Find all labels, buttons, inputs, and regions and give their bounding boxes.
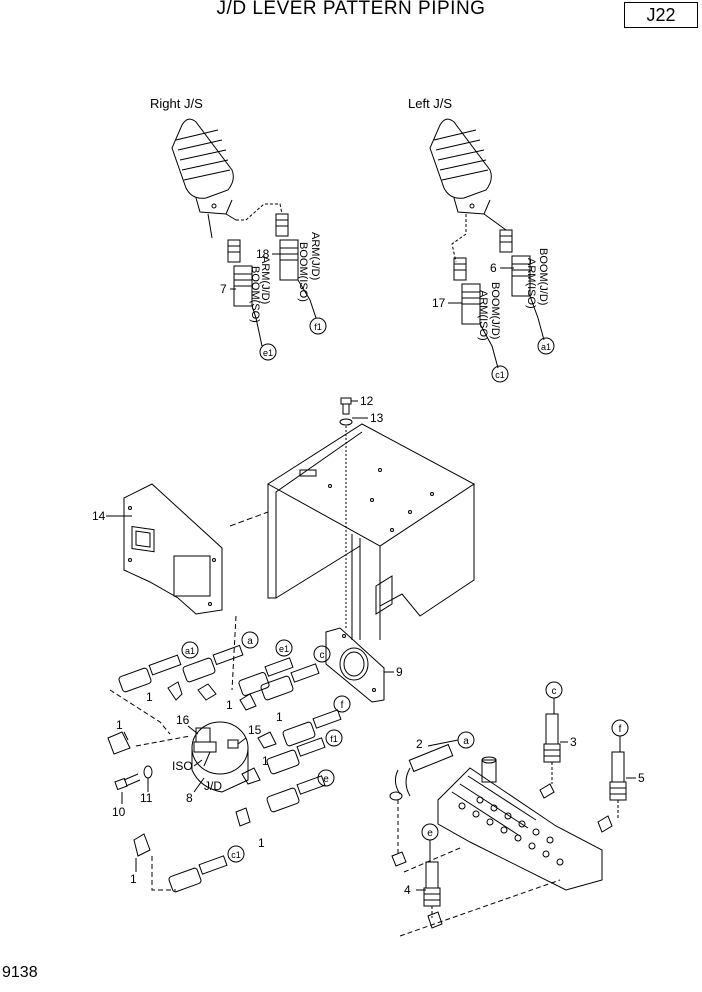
guide-line-2	[135, 735, 191, 747]
right-hose-label-3: ARM(J/D)	[259, 256, 271, 304]
hose-c	[260, 663, 320, 701]
part-1-label-b: 1	[226, 698, 233, 712]
elbow-fittings	[107, 681, 277, 857]
part-14-label: 14	[92, 509, 106, 523]
port-f: f	[341, 700, 344, 711]
port-c1-top: c1	[495, 370, 505, 380]
part-17-label: 17	[432, 296, 446, 310]
bolt-10	[114, 773, 141, 791]
part-4-label: 4	[404, 883, 411, 897]
port-e1: e1	[279, 644, 289, 654]
hose-a	[182, 644, 244, 683]
left-hose-label-3: BOOM(J/D)	[489, 282, 501, 339]
left-hose-label-1: BOOM(J/D)	[537, 248, 549, 305]
manifold-8	[191, 721, 249, 793]
left-js-label: Left J/S	[408, 96, 452, 111]
right-hose-7	[227, 239, 263, 347]
hose-4	[423, 861, 441, 918]
bracket-9	[325, 627, 385, 703]
port-c: c	[320, 650, 325, 661]
jd-label: J/D	[204, 779, 222, 793]
right-hose-label-1: ARM(J/D)	[309, 232, 321, 280]
port-e-valve: e	[427, 828, 433, 839]
left-hose-6	[499, 229, 545, 341]
part-2-label: 2	[416, 737, 423, 751]
port-c1: c1	[231, 850, 241, 860]
port-f-valve: f	[619, 724, 622, 735]
hose-3	[543, 713, 561, 784]
part-1-label-g: 1	[130, 872, 137, 886]
bolt-12	[340, 397, 358, 415]
port-a: a	[247, 636, 253, 647]
hose-e1	[238, 657, 294, 696]
right-js-label: Right J/S	[150, 96, 203, 111]
part-1-label-e: 1	[262, 754, 269, 768]
port-f1-top: f1	[314, 322, 322, 332]
figure-number: 9138	[2, 964, 38, 981]
part-3-label: 3	[570, 735, 577, 749]
part-1-label-f: 1	[258, 836, 265, 850]
part-7-label: 7	[220, 282, 227, 296]
part-10-label: 10	[112, 805, 126, 819]
left-hose-label-2: ARM(ISO)	[525, 258, 537, 309]
left-joystick	[429, 118, 507, 263]
box-frame	[229, 423, 475, 640]
part-9-label: 9	[396, 665, 403, 679]
hose-a1	[118, 654, 182, 693]
right-hose-18	[275, 213, 317, 319]
port-a1-top: a1	[541, 342, 551, 352]
right-hose-label-2: BOOM(ISO)	[297, 242, 309, 302]
cover-plate-14	[123, 483, 223, 615]
part-8-label: 8	[186, 791, 193, 805]
port-a1: a1	[185, 646, 195, 656]
hose-2	[389, 743, 454, 856]
page-title: J/D LEVER PATTERN PIPING	[216, 0, 486, 19]
left-hose-17	[453, 257, 499, 369]
part-18-label: 18	[256, 247, 270, 261]
guide-line-1	[109, 689, 171, 735]
port-c-valve: c	[552, 686, 557, 697]
part-1-label-c: 1	[276, 710, 283, 724]
port-e1-top: e1	[263, 348, 273, 358]
hose-f	[282, 709, 342, 747]
part-6-label: 6	[490, 261, 497, 275]
part-15-label: 15	[248, 723, 262, 737]
port-e: e	[323, 774, 329, 785]
washer-13	[339, 418, 353, 426]
part-13-label: 13	[370, 411, 384, 425]
port-a-valve: a	[463, 736, 469, 747]
iso-label: ISO	[172, 759, 193, 773]
part-12-label: 12	[360, 394, 374, 408]
control-valve	[391, 756, 613, 929]
page-code-box: J22	[624, 2, 698, 28]
hose-c1	[168, 855, 228, 893]
guide-line-6	[403, 847, 461, 873]
guide-line-3	[151, 856, 176, 891]
part-16-label: 16	[176, 713, 190, 727]
part-11-label: 11	[140, 791, 153, 805]
hose-e	[266, 775, 326, 813]
port-f1: f1	[330, 734, 338, 744]
part-1-label-d: 1	[116, 718, 123, 732]
left-hose-label-4: ARM(ISO)	[477, 290, 489, 341]
guide-line-4	[231, 615, 237, 691]
part-1-label-a: 1	[146, 690, 153, 704]
hose-5	[609, 751, 627, 818]
part-5-label: 5	[638, 771, 645, 785]
guide-line-5	[399, 879, 561, 937]
hose-f1	[266, 737, 326, 775]
right-joystick	[171, 118, 283, 239]
washer-11	[143, 765, 153, 779]
right-hose-label-4: BOOM(SO)	[249, 266, 261, 323]
